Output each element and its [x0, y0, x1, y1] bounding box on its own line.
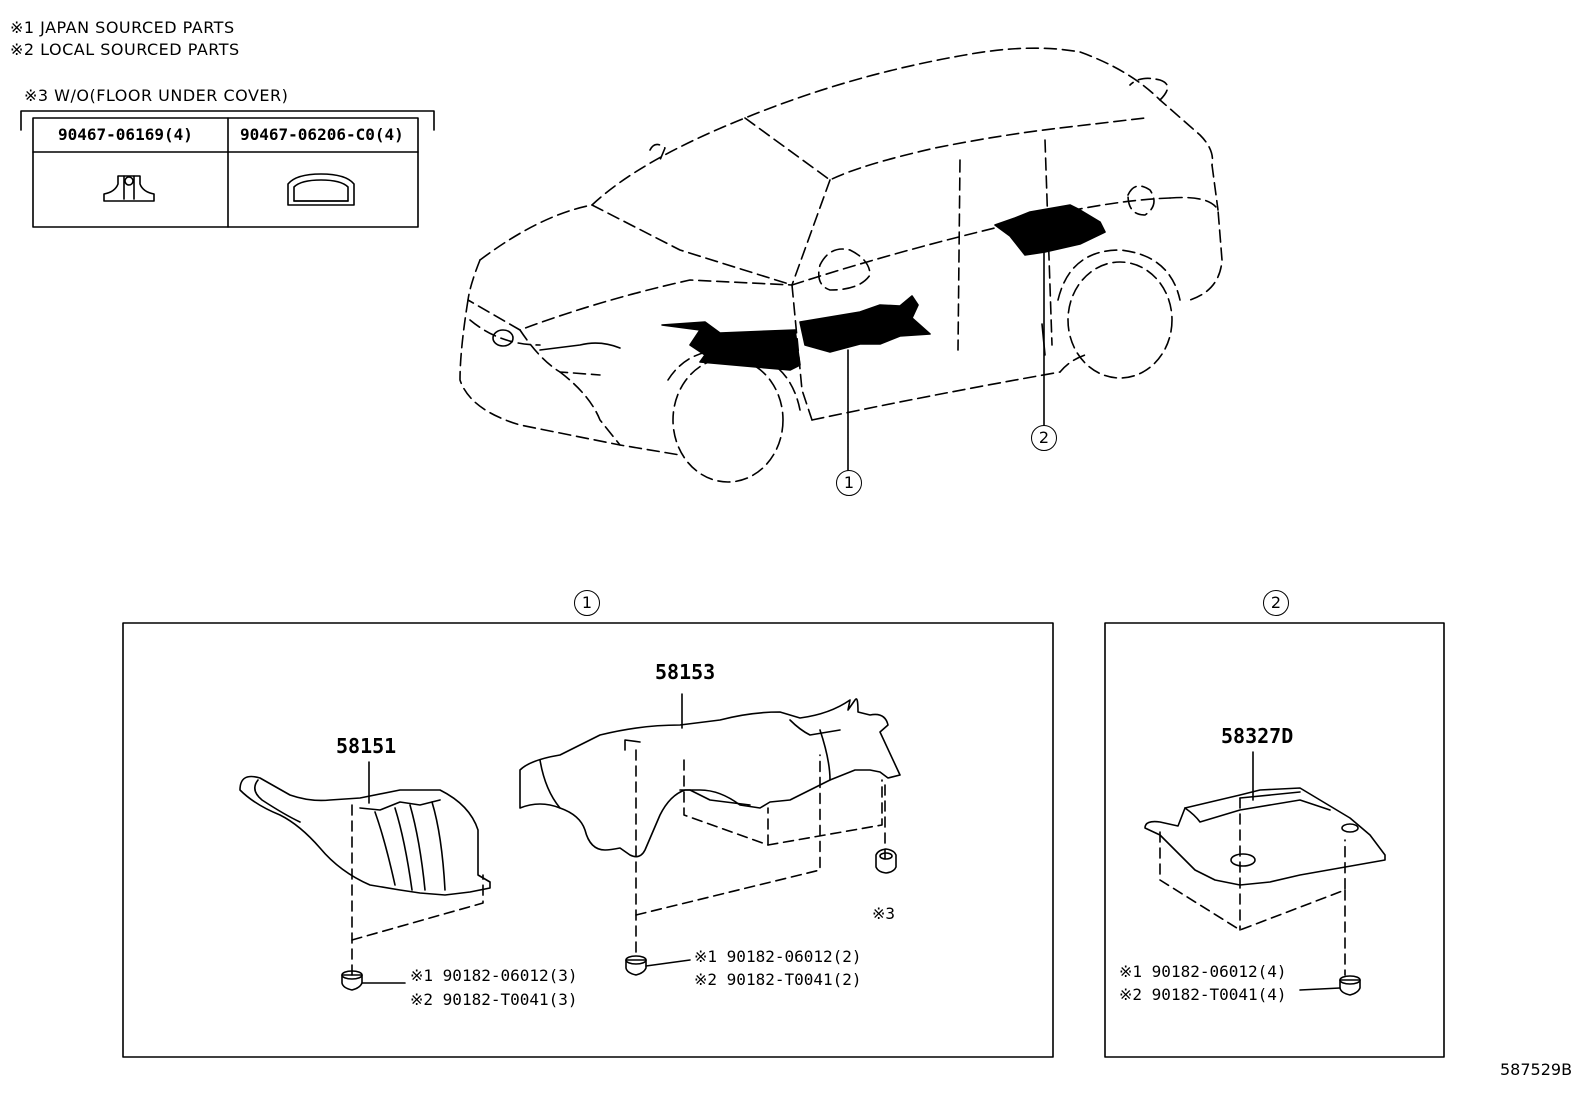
group-1-frame	[122, 622, 1054, 1058]
vehicle-details	[492, 249, 1046, 471]
vehicle-callout-1: 1	[836, 470, 862, 496]
leader-lines-58327D	[1159, 797, 1346, 976]
leader-lines-58153	[635, 749, 886, 959]
note-japan-sourced: ※1 JAPAN SOURCED PARTS	[10, 18, 235, 37]
heat-insulator-58153	[519, 698, 901, 858]
clip-table-frame	[20, 110, 435, 228]
part-number-58151: 58151	[336, 734, 397, 758]
vehicle-callout-2: 2	[1031, 425, 1057, 451]
highlight-area-1	[661, 295, 931, 371]
vehicle-outline	[459, 47, 1223, 483]
push-rivet-icon	[103, 175, 155, 202]
clip-58153-japan: ※1 90182-06012(2)	[694, 947, 862, 966]
part-number-58153: 58153	[655, 660, 716, 684]
clip-part-number-2: 90467-06206-C0(4)	[240, 125, 404, 144]
note-local-sourced: ※2 LOCAL SOURCED PARTS	[10, 40, 240, 59]
clip-part-number-1: 90467-06169(4)	[58, 125, 193, 144]
clip-58151-local: ※2 90182-T0041(3)	[410, 990, 578, 1009]
leader-lines-58151	[351, 804, 484, 976]
clip-58153-local: ※2 90182-T0041(2)	[694, 970, 862, 989]
note-without-floor-under-cover: ※3 W/O(FLOOR UNDER COVER)	[24, 86, 289, 105]
clip-58151-japan: ※1 90182-06012(3)	[410, 966, 578, 985]
highlight-area-2	[994, 204, 1106, 256]
group-1-label: 1	[574, 590, 600, 616]
clip-58327D-japan: ※1 90182-06012(4)	[1119, 962, 1287, 981]
fastener-58151	[341, 970, 406, 991]
group-2-label: 2	[1263, 590, 1289, 616]
fastener-58327D	[1299, 975, 1361, 996]
drawing-id: 587529B	[1500, 1060, 1573, 1079]
group-2-frame	[1104, 622, 1445, 1058]
clip-cap-icon	[287, 173, 355, 206]
fastener-58153	[625, 955, 691, 976]
heat-insulator-58151	[239, 775, 491, 896]
clip-58327D-local: ※2 90182-T0041(4)	[1119, 985, 1287, 1004]
part-number-58327D: 58327D	[1221, 724, 1294, 748]
star3-nut-label: ※3	[872, 904, 896, 923]
heat-insulator-58327D	[1144, 787, 1386, 886]
nut-star3	[875, 848, 897, 874]
